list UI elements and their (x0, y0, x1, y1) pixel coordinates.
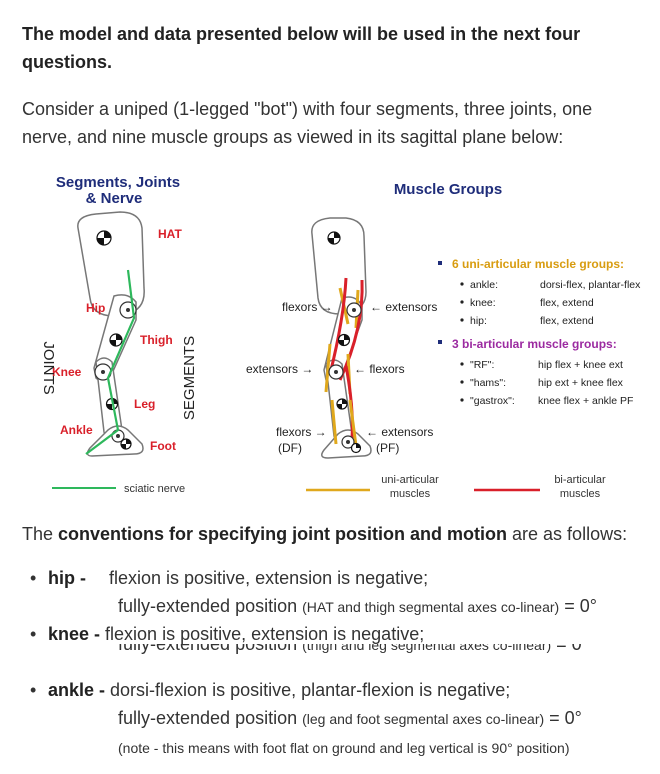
knee-bullet-label: knee - (48, 624, 106, 644)
bi-legend-label-1: bi-articular (554, 474, 606, 486)
uni-item-name: knee: (470, 297, 496, 309)
leg-label: Leg (134, 397, 155, 411)
knee-line2-small: (thigh and leg segmental axes co-linear) (302, 644, 552, 653)
conventions-suffix: are as follows: (507, 524, 628, 544)
ankle-bullet-line1: ankle - dorsi-flexion is positive, plant… (30, 678, 510, 702)
ankle-df-label: (DF) (278, 441, 302, 455)
conventions-prefix: The (22, 524, 59, 544)
ankle-flexors-label: flexors → (276, 425, 327, 439)
ankle-bullet-line2: fully-extended position (leg and foot se… (118, 706, 582, 731)
bi-item-desc: knee flex + ankle PF (538, 395, 633, 407)
ankle-note: (note - this means with foot flat on gro… (118, 740, 570, 756)
hip-label: Hip (86, 301, 105, 315)
bi-item-desc: hip flex + knee ext (538, 359, 623, 371)
ankle-line2-end: = 0° (544, 708, 582, 728)
foot-label: Foot (150, 439, 176, 453)
ankle-bullet-label: ankle - (48, 680, 111, 700)
ankle-extensors-label: ← extensors (366, 425, 433, 439)
sciatic-nerve-line (85, 269, 136, 455)
bi-legend-label-2: muscles (560, 488, 601, 500)
hip-line1: flexion is positive, extension is negati… (109, 568, 429, 588)
uni-item-desc: flex, extend (540, 297, 594, 309)
hip-extensors-label: ← extensors (370, 300, 437, 314)
uni-legend-label-2: muscles (390, 488, 431, 500)
hip-bullet-line1: hip - flexion is positive, extension is … (30, 566, 428, 590)
bullet-dot (30, 678, 48, 702)
bi-item-desc: hip ext + knee flex (538, 377, 624, 389)
uni-item-desc: flex, extend (540, 315, 594, 327)
ankle-line2-main: fully-extended position (118, 708, 303, 728)
hip-line2-small: (HAT and thigh segmental axes co-linear) (302, 599, 560, 615)
bi-item-name: "RF": (470, 359, 494, 371)
segments-axis-label: SEGMENTS (181, 336, 198, 420)
knee-label: Knee (52, 365, 82, 379)
left-title-line2: & Nerve (86, 190, 143, 207)
uniped-diagram: Segments, Joints & Nerve HAT Thigh Leg F… (40, 174, 641, 500)
left-com-markers (96, 230, 132, 450)
conventions-bold: conventions for specifying joint positio… (58, 524, 508, 544)
uni-heading: 6 uni-articular muscle groups: (452, 257, 624, 271)
ankle-label: Ankle (60, 423, 93, 437)
joints-axis-label: JOINTS (40, 341, 57, 394)
hip-bullet-line2: fully-extended position (HAT and thigh s… (118, 594, 597, 619)
uniped-figure: Segments, Joints & Nerve HAT Thigh Leg F… (0, 168, 660, 513)
knee-bullet-line1: knee - flexion is positive, extension is… (30, 622, 424, 646)
nerve-legend-label: sciatic nerve (124, 483, 185, 495)
hip-line2-end: = 0° (559, 596, 597, 616)
knee-line2-end: = 0 (551, 644, 582, 654)
hat-label: HAT (158, 227, 182, 241)
knee-line2-main: fully-extended position (118, 644, 303, 654)
ankle-line1: dorsi-flexion is positive, plantar-flexi… (110, 680, 511, 700)
left-title-line1: Segments, Joints (56, 174, 180, 191)
knee-extensors-label: extensors → (246, 362, 313, 376)
bi-articular-list: 3 bi-articular muscle groups: "RF": hip … (438, 337, 633, 407)
intro-text: The model and data presented below will … (22, 24, 581, 72)
bi-item-name: "hams": (470, 377, 506, 389)
uni-item-name: hip: (470, 315, 487, 327)
bullet-dot (30, 566, 48, 590)
uni-legend-label-1: uni-articular (381, 474, 439, 486)
description-text: Consider a uniped (1-legged "bot") with … (22, 99, 593, 147)
ankle-line2-small: (leg and foot segmental axes co-linear) (302, 711, 545, 727)
mid-markers (327, 231, 362, 454)
knee-bullet-line2: fully-extended position (thigh and leg s… (118, 644, 582, 656)
uni-articular-list: 6 uni-articular muscle groups: ankle: do… (438, 257, 641, 327)
right-title: Muscle Groups (394, 181, 502, 198)
uni-item-desc: dorsi-flex, plantar-flex (540, 279, 641, 291)
bullet-dot (30, 622, 48, 646)
ankle-pf-label: (PF) (376, 441, 399, 455)
left-body-outline (77, 211, 145, 457)
hip-line2-main: fully-extended position (118, 596, 303, 616)
hat-segment (77, 211, 145, 317)
bi-heading: 3 bi-articular muscle groups: (452, 337, 617, 351)
knee-line1: flexion is positive, extension is negati… (105, 624, 425, 644)
hip-bullet-label: hip - (48, 568, 91, 588)
hip-flexors-label: flexors → (282, 300, 333, 314)
thigh-label: Thigh (140, 333, 173, 347)
uni-item-name: ankle: (470, 279, 498, 291)
conventions-text: The conventions for specifying joint pos… (22, 521, 647, 547)
knee-flexors-label: ← flexors (354, 362, 405, 376)
bi-item-name: "gastrox": (470, 395, 515, 407)
